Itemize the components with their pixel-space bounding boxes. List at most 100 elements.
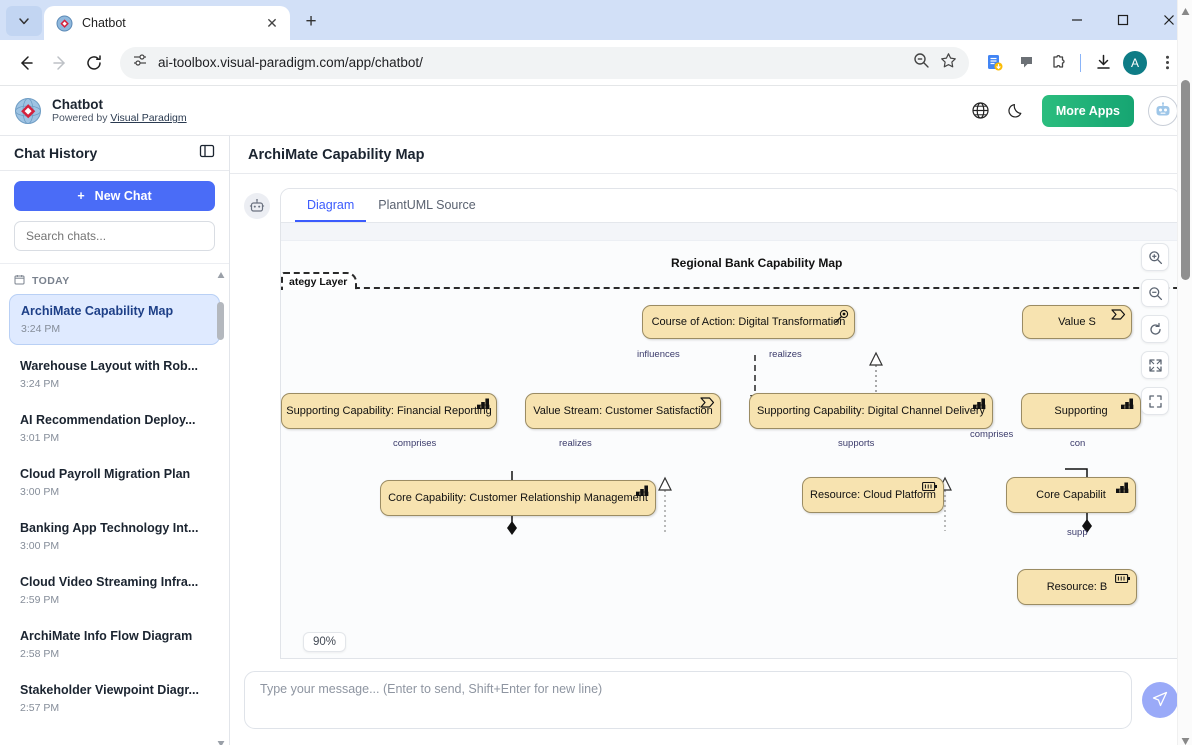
- browser-tab-chatbot[interactable]: Chatbot ✕: [44, 6, 290, 40]
- archimate-node-label: Supporting Capability: Digital Channel D…: [757, 405, 985, 417]
- archimate-edge-label: realizes: [769, 349, 802, 360]
- sidebar-scrollbar-thumb[interactable]: [217, 302, 224, 340]
- chat-history-item[interactable]: Banking App Technology Int... 3:00 PM: [9, 512, 220, 561]
- tab-close-icon[interactable]: ✕: [262, 13, 282, 33]
- archimate-node[interactable]: Resource: B: [1017, 569, 1137, 605]
- downloads-icon[interactable]: [1088, 48, 1118, 78]
- message-input[interactable]: [244, 671, 1132, 729]
- archimate-edge-label: comprises: [393, 438, 436, 449]
- archimate-node-label: Course of Action: Digital Transformation: [652, 316, 846, 328]
- new-chat-button[interactable]: + New Chat: [14, 181, 215, 211]
- archimate-node[interactable]: Value S: [1022, 305, 1132, 339]
- archimate-node[interactable]: Core Capabilit: [1006, 477, 1136, 513]
- browser-tab-title: Chatbot: [82, 16, 253, 30]
- chatbot-avatar[interactable]: [1148, 96, 1178, 126]
- scroll-up-arrow-icon[interactable]: [217, 266, 225, 274]
- archimate-node[interactable]: Resource: Cloud Platform: [802, 477, 944, 513]
- chat-history-item[interactable]: Stakeholder Viewpoint Diagr... 2:57 PM: [9, 674, 220, 723]
- visual-paradigm-link[interactable]: Visual Paradigm: [110, 112, 186, 124]
- scroll-down-arrow-icon[interactable]: [217, 735, 225, 743]
- resource-icon: [1115, 573, 1131, 587]
- omnibox-url-text: ai-toolbox.visual-paradigm.com/app/chatb…: [158, 55, 903, 70]
- sidebar-scrollbar[interactable]: [216, 264, 226, 745]
- chat-group-label: TODAY: [32, 275, 70, 287]
- calendar-icon: [14, 274, 25, 288]
- chat-history-sidebar: Chat History + New Chat TODAY ArchiMate …: [0, 136, 230, 745]
- archimate-node[interactable]: Value Stream: Customer Satisfaction: [525, 393, 721, 429]
- artifact-tabs: Diagram PlantUML Source: [281, 189, 1179, 223]
- new-tab-button[interactable]: +: [296, 7, 326, 37]
- search-chats-input[interactable]: [14, 221, 215, 251]
- tab-search-chevron-icon[interactable]: [6, 6, 42, 36]
- archimate-node-label: Core Capability: Customer Relationship M…: [388, 492, 648, 504]
- visual-paradigm-favicon: [56, 15, 73, 32]
- powered-prefix: Powered by: [52, 112, 110, 124]
- capability-icon: [1116, 481, 1130, 496]
- reload-icon[interactable]: [78, 47, 110, 79]
- chat-history-item[interactable]: AI Recommendation Deploy...3:01 PM: [9, 404, 220, 453]
- chat-item-time: 3:00 PM: [20, 539, 209, 553]
- panel-collapse-icon[interactable]: [199, 143, 215, 164]
- back-icon[interactable]: [10, 47, 42, 79]
- site-settings-icon[interactable]: [132, 52, 148, 73]
- window-minimize-button[interactable]: [1054, 0, 1100, 40]
- chat-item-time: 2:58 PM: [20, 647, 209, 661]
- reading-list-icon[interactable]: [979, 48, 1009, 78]
- fit-expand-icon[interactable]: [1141, 351, 1169, 379]
- zoom-in-icon[interactable]: [1141, 243, 1169, 271]
- main-title-bar: ArchiMate Capability Map: [230, 136, 1192, 174]
- new-chat-label: New Chat: [95, 189, 152, 203]
- chat-item-title: AI Recommendation Deploy...: [20, 412, 209, 429]
- archimate-edge-label: influences: [637, 349, 680, 360]
- tab-diagram[interactable]: Diagram: [295, 189, 366, 222]
- zoom-out-icon[interactable]: [1141, 279, 1169, 307]
- toolbar-divider: [1080, 54, 1081, 72]
- profile-avatar[interactable]: A: [1120, 48, 1150, 78]
- moon-icon[interactable]: [1006, 100, 1028, 122]
- window-controls: [1054, 0, 1192, 40]
- reset-rotate-icon[interactable]: [1141, 315, 1169, 343]
- page-scroll-up-icon[interactable]: [1181, 3, 1190, 12]
- fullscreen-icon[interactable]: [1141, 387, 1169, 415]
- capability-icon: [1121, 397, 1135, 412]
- more-apps-button[interactable]: More Apps: [1042, 95, 1134, 127]
- chat-history-item[interactable]: Cloud Video Streaming Infra...2:59 PM: [9, 566, 220, 615]
- archimate-node[interactable]: Supporting Capability: Financial Reporti…: [281, 393, 497, 429]
- archimate-node[interactable]: Supporting: [1021, 393, 1141, 429]
- omnibox-zoom-out-icon[interactable]: [913, 52, 930, 74]
- page-scrollbar-thumb[interactable]: [1181, 80, 1190, 280]
- page-scrollbar[interactable]: [1177, 0, 1192, 745]
- extensions-puzzle-icon[interactable]: [1043, 48, 1073, 78]
- window-maximize-button[interactable]: [1100, 0, 1146, 40]
- archimate-edge-label: supports: [838, 438, 874, 449]
- chat-item-title: Stakeholder Viewpoint Diagr...: [20, 682, 209, 699]
- cast-icon[interactable]: [1011, 48, 1041, 78]
- page-scroll-down-icon[interactable]: [1181, 733, 1190, 742]
- tab-plantuml-source[interactable]: PlantUML Source: [366, 189, 488, 222]
- chat-item-title: Warehouse Layout with Rob...: [20, 358, 209, 375]
- archimate-node[interactable]: Supporting Capability: Digital Channel D…: [749, 393, 993, 429]
- diagram-viewport[interactable]: Regional Bank Capability Map ategy Layer: [281, 223, 1179, 658]
- chat-item-time: 3:00 PM: [20, 485, 209, 499]
- send-button[interactable]: [1142, 682, 1178, 718]
- chat-item-title: Banking App Technology Int...: [20, 520, 209, 537]
- forward-icon[interactable]: [44, 47, 76, 79]
- archimate-node[interactable]: Course of Action: Digital Transformation: [642, 305, 855, 339]
- archimate-node-label: Supporting: [1054, 405, 1107, 417]
- chat-history-item[interactable]: Warehouse Layout with Rob...3:24 PM: [9, 350, 220, 399]
- globe-icon[interactable]: [970, 100, 992, 122]
- app-brand: Chatbot Powered by Visual Paradigm: [52, 97, 187, 125]
- omnibox[interactable]: ai-toolbox.visual-paradigm.com/app/chatb…: [120, 47, 969, 79]
- value-stream-icon: [700, 397, 715, 411]
- browser-tab-strip: Chatbot ✕ +: [0, 0, 1192, 40]
- capability-icon: [973, 397, 987, 412]
- diagram-canvas[interactable]: Regional Bank Capability Map ategy Layer: [281, 241, 1179, 658]
- zoom-level-badge: 90%: [303, 632, 346, 652]
- chat-item-time: 2:57 PM: [20, 701, 209, 715]
- bookmark-star-icon[interactable]: [940, 52, 957, 74]
- send-paper-plane-icon: [1151, 690, 1169, 711]
- archimate-node[interactable]: Core Capability: Customer Relationship M…: [380, 480, 656, 516]
